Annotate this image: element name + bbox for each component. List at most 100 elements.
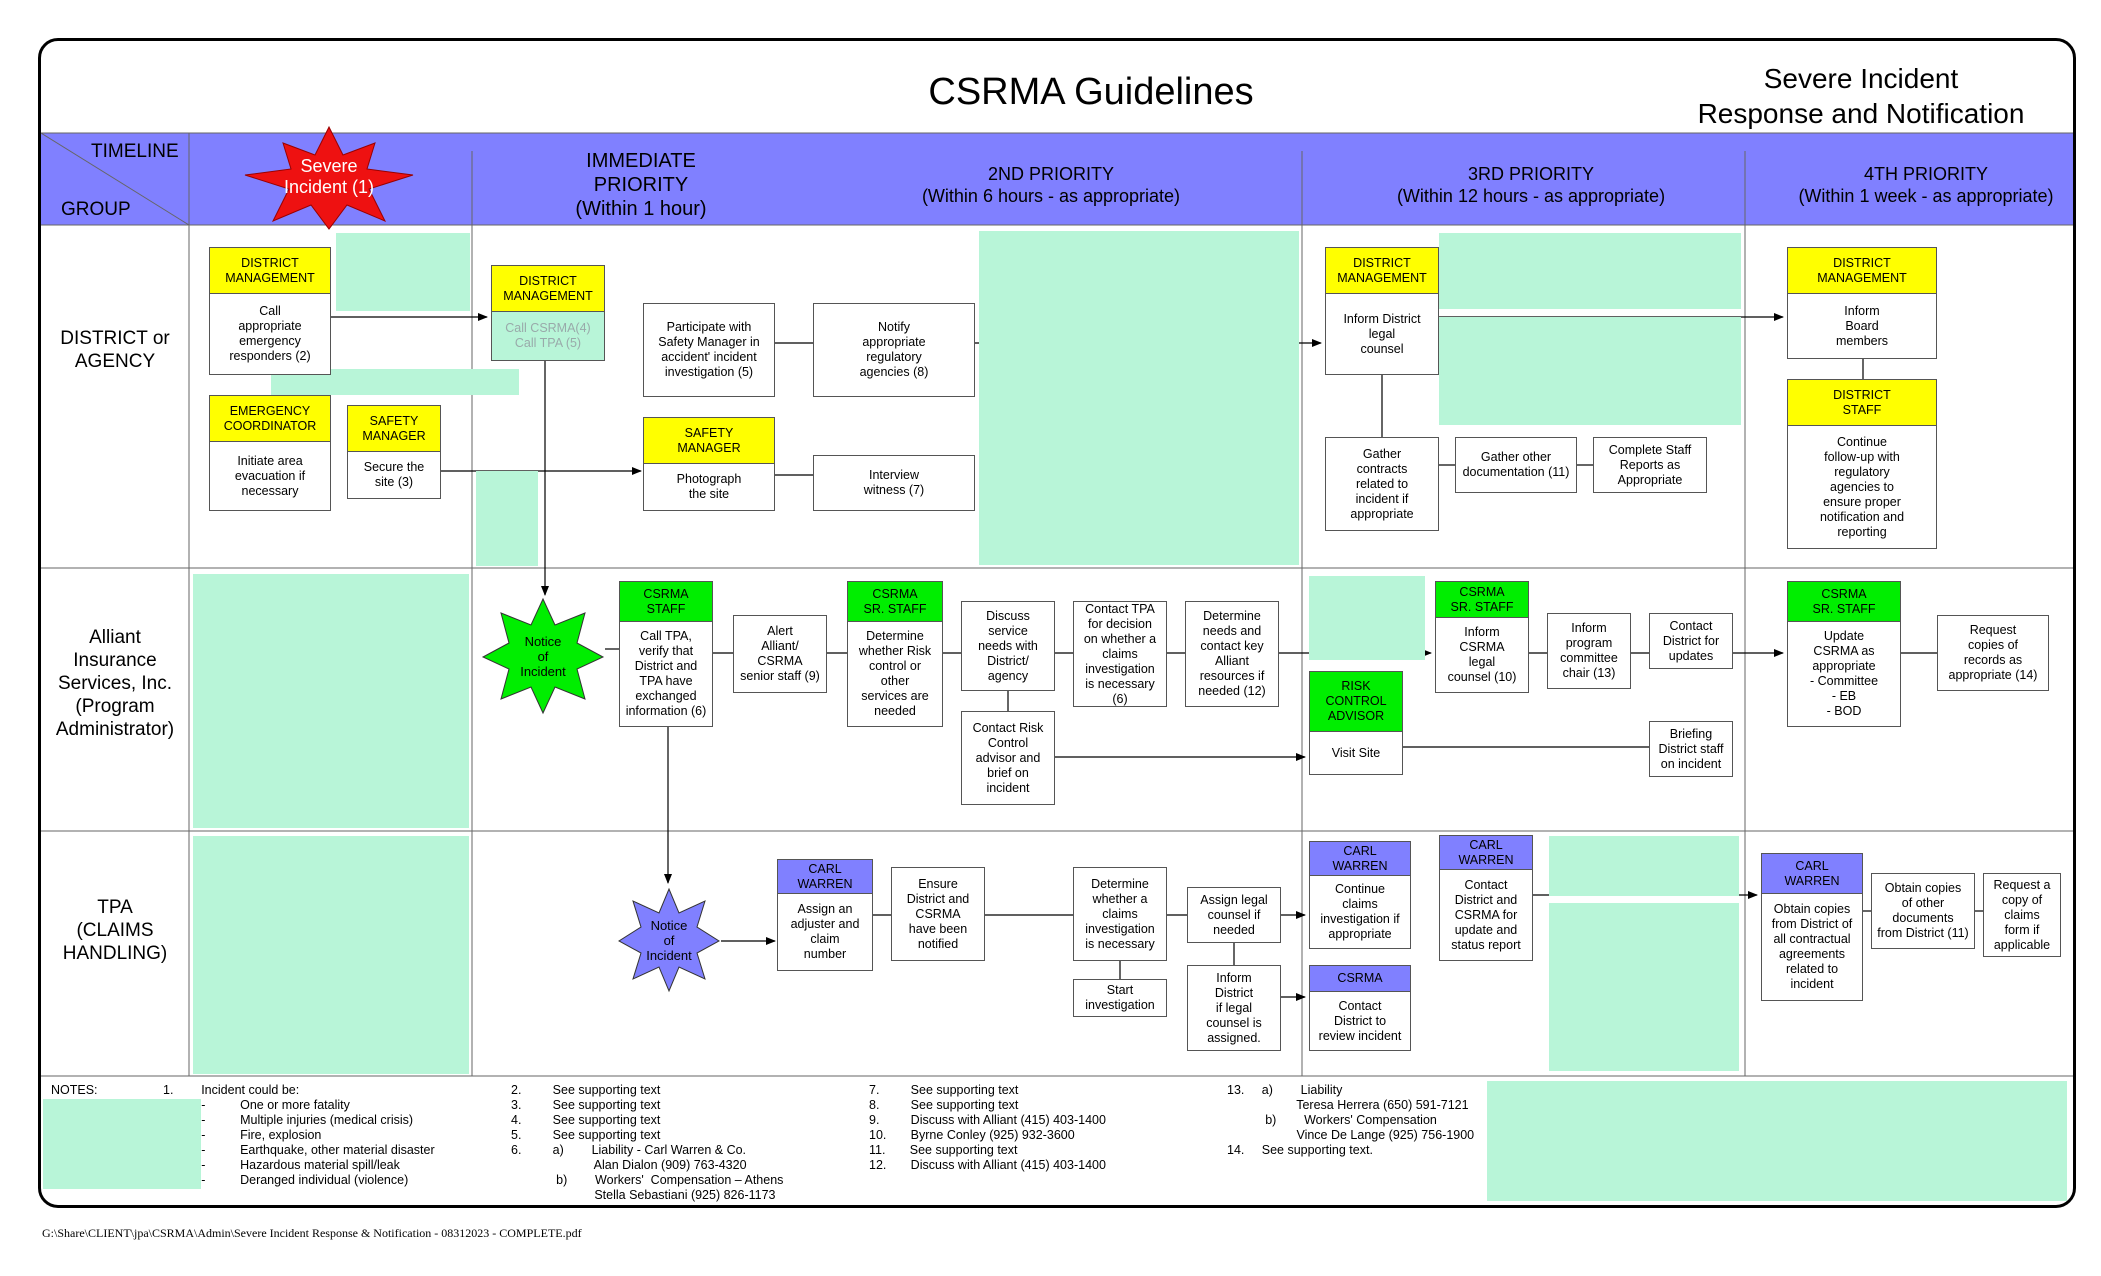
row-label-alliant: Alliant Insurance Services, Inc. (Progra… — [55, 627, 175, 740]
box-header: CSRMA SR. STAFF — [1788, 582, 1900, 622]
notes-col-4: 13. a) Liability Teresa Herrera (650) 59… — [1227, 1083, 1475, 1157]
row-label-tpa: TPA (CLAIMS HANDLING) — [62, 897, 168, 964]
carl-warren-continue-investigation: CARL WARREN Continue claims investigatio… — [1309, 841, 1411, 949]
notes-col-1: 1. Incident could be: - One or more fata… — [163, 1083, 435, 1187]
participate-investigation-box: Participate with Safety Manager in accid… — [643, 303, 775, 397]
redaction-block — [1549, 836, 1739, 896]
notes-col-3: 7. See supporting text 8. See supporting… — [869, 1083, 1106, 1172]
interview-witness-box: Interview witness (7) — [813, 455, 975, 511]
row-label-district: DISTRICT or AGENCY — [60, 328, 170, 372]
box-header: EMERGENCY COORDINATOR — [210, 396, 330, 442]
request-copies-records-box: Request copies of records as appropriate… — [1937, 615, 2049, 691]
inform-program-chair-box: Inform program committee chair (13) — [1547, 613, 1631, 689]
csrma-sr-staff-inform-legal: CSRMA SR. STAFF Inform CSRMA legal couns… — [1435, 581, 1529, 693]
redaction-block — [43, 1099, 201, 1189]
redaction-block — [193, 836, 469, 1074]
timeline-label: TIMELINE — [91, 141, 179, 162]
box-body: Photograph the site — [676, 472, 742, 501]
box-header: DISTRICT MANAGEMENT — [492, 266, 604, 312]
district-management-call-responders: DISTRICT MANAGEMENT Call appropriate eme… — [209, 247, 331, 375]
page-title: CSRMA Guidelines — [928, 71, 1254, 113]
notice-of-incident-label: Notice of Incident — [520, 633, 566, 679]
safety-manager-photograph: SAFETY MANAGER Photograph the site — [643, 417, 775, 511]
csrma-sr-staff-update: CSRMA SR. STAFF Update CSRMA as appropri… — [1787, 581, 1901, 727]
start-investigation-box: Start investigation — [1073, 979, 1167, 1017]
determine-claims-box: Determine whether a claims investigation… — [1073, 867, 1167, 961]
box-body: Call TPA, verify that District and TPA h… — [625, 629, 707, 718]
box-body: Continue follow-up with regulatory agenc… — [1819, 434, 1905, 539]
redaction-block — [1439, 317, 1741, 425]
notes-label: NOTES: — [51, 1083, 98, 1097]
notice-of-incident-green-star — [481, 597, 605, 715]
column-header-3rd: 3RD PRIORITY (Within 12 hours - as appro… — [1396, 164, 1666, 206]
box-body: Inform District legal counsel — [1343, 311, 1421, 356]
request-claims-form-box: Request a copy of claims form if applica… — [1983, 873, 2061, 957]
box-body: Inform CSRMA legal counsel (10) — [1447, 625, 1517, 684]
box-body: Inform Board members — [1835, 303, 1889, 348]
assign-legal-box: Assign legal counsel if needed — [1187, 887, 1281, 943]
box-header: SAFETY MANAGER — [644, 418, 774, 464]
severe-incident-label: Severe Incident (1) — [283, 156, 375, 197]
csrma-staff-call-tpa: CSRMA STAFF Call TPA, verify that Distri… — [619, 581, 713, 727]
box-body: Call CSRMA(4) Call TPA (5) — [492, 312, 604, 360]
box-header: CSRMA SR. STAFF — [848, 582, 942, 622]
carl-warren-obtain-contracts: CARL WARREN Obtain copies from District … — [1761, 853, 1863, 1001]
box-body: Contact District and CSRMA for update an… — [1451, 877, 1521, 952]
box-header: CSRMA STAFF — [620, 582, 712, 622]
box-body: Update CSRMA as appropriate - Committee … — [1809, 629, 1879, 718]
box-body: Call appropriate emergency responders (2… — [229, 304, 311, 363]
emergency-coordinator: EMERGENCY COORDINATOR Initiate area evac… — [209, 395, 331, 511]
notify-agencies-box: Notify appropriate regulatory agencies (… — [813, 303, 975, 397]
contact-district-updates-box: Contact District for updates — [1649, 613, 1733, 669]
redaction-block — [1549, 903, 1739, 1071]
district-staff-follow-up: DISTRICT STAFF Continue follow-up with r… — [1787, 379, 1937, 549]
box-body: Assign an adjuster and claim number — [790, 902, 860, 961]
box-header: DISTRICT STAFF — [1788, 380, 1936, 426]
column-header-4th: 4TH PRIORITY (Within 1 week - as appropr… — [1798, 164, 2054, 206]
risk-control-advisor-visit: RISK CONTROL ADVISOR Visit Site — [1309, 671, 1403, 775]
redaction-block — [1439, 233, 1741, 309]
group-label: GROUP — [61, 199, 131, 220]
box-header: DISTRICT MANAGEMENT — [1788, 248, 1936, 294]
discuss-service-needs-box: Discuss service needs with District/ age… — [961, 601, 1055, 691]
box-body: Contact District to review incident — [1318, 998, 1402, 1043]
box-header: CARL WARREN — [1762, 854, 1862, 894]
district-management-call-csrma: DISTRICT MANAGEMENT Call CSRMA(4) Call T… — [491, 265, 605, 361]
box-body: Determine whether Risk control or other … — [858, 629, 932, 718]
obtain-other-documents-box: Obtain copies of other documents from Di… — [1871, 873, 1975, 949]
notice-of-incident-blue-star — [618, 887, 720, 993]
page-subtitle: Severe Incident Response and Notificatio… — [1697, 63, 2025, 129]
box-header: CSRMA — [1310, 966, 1410, 992]
gather-contracts-box: Gather contracts related to incident if … — [1325, 437, 1439, 531]
inform-district-legal-box: Inform District if legal counsel is assi… — [1187, 965, 1281, 1051]
contact-tpa-decision-box: Contact TPA for decision on whether a cl… — [1073, 601, 1167, 707]
notes-col-2: 2. See supporting text 3. See supporting… — [511, 1083, 784, 1202]
box-header: DISTRICT MANAGEMENT — [1326, 248, 1438, 294]
file-path-footer: G:\Share\CLIENT\jpa\CSRMA\Admin\Severe I… — [42, 1226, 582, 1240]
redaction-block — [193, 574, 469, 828]
csrma-sr-staff-determine: CSRMA SR. STAFF Determine whether Risk c… — [847, 581, 943, 727]
severe-incident-star — [244, 125, 414, 230]
redaction-block — [1487, 1081, 2067, 1201]
box-body: Continue claims investigation if appropr… — [1320, 882, 1400, 941]
ensure-notified-box: Ensure District and CSRMA have been noti… — [891, 867, 985, 961]
box-header: CARL WARREN — [778, 860, 872, 894]
box-header: SAFETY MANAGER — [348, 406, 440, 452]
notice-of-incident-label: Notice of Incident — [646, 917, 692, 963]
determine-needs-box: Determine needs and contact key Alliant … — [1185, 601, 1279, 707]
alert-senior-staff-box: Alert Alliant/ CSRMA senior staff (9) — [733, 615, 827, 693]
carl-warren-assign-adjuster: CARL WARREN Assign an adjuster and claim… — [777, 859, 873, 971]
diagram-frame: CSRMA Guidelines Severe Incident Respons… — [38, 38, 2076, 1208]
carl-warren-contact-status: CARL WARREN Contact District and CSRMA f… — [1439, 835, 1533, 961]
box-body: Initiate area evacuation if necessary — [234, 453, 306, 498]
box-header: CARL WARREN — [1440, 836, 1532, 870]
contact-risk-control-box: Contact Risk Control advisor and brief o… — [961, 711, 1055, 805]
redaction-block — [979, 231, 1299, 565]
csrma-contact-district-review: CSRMA Contact District to review inciden… — [1309, 965, 1411, 1051]
briefing-district-staff-box: Briefing District staff on incident — [1649, 721, 1733, 777]
safety-manager-secure-site: SAFETY MANAGER Secure the site (3) — [347, 405, 441, 499]
box-header: RISK CONTROL ADVISOR — [1310, 672, 1402, 732]
box-header: CSRMA SR. STAFF — [1436, 582, 1528, 618]
box-header: DISTRICT MANAGEMENT — [210, 248, 330, 294]
district-management-inform-board: DISTRICT MANAGEMENT Inform Board members — [1787, 247, 1937, 359]
